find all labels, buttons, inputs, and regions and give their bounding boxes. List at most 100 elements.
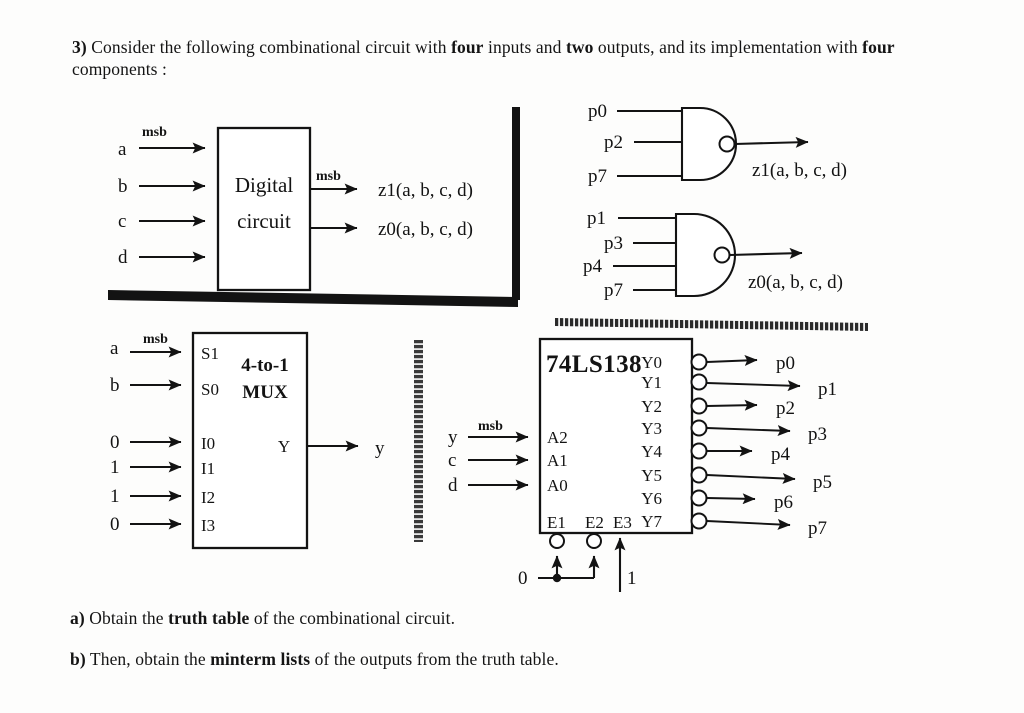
nand-z1-input-label-p7: p7 — [588, 166, 607, 187]
decoder-y5-bubble — [690, 466, 708, 484]
nand-gate-z1-inversion-bubble — [718, 135, 736, 153]
decoder-output-label-p5: p5 — [813, 472, 832, 493]
decoder-pin-label-y2: Y2 — [641, 397, 662, 416]
decoder-y1-bubble — [690, 373, 708, 391]
decoder-pin-label-y5: Y5 — [641, 466, 662, 485]
mux-pin-label-y: Y — [278, 437, 290, 456]
intro-bold-two-outputs: two — [565, 37, 594, 57]
intro-text-2: inputs and — [483, 37, 566, 57]
mux-output-label-y: y — [375, 438, 385, 459]
decoder-msb-label: msb — [478, 419, 503, 434]
decoder-y0-bubble — [690, 353, 708, 371]
part-a-text-2: of the combinational circuit. — [249, 608, 456, 628]
nand-gate-z0: p1 p3 p4 p7 z0(a, b, c, d) — [583, 208, 843, 301]
decoder-box — [538, 337, 694, 535]
mux-data-value-i2: 1 — [110, 486, 120, 507]
mux-input-label-b: b — [110, 375, 120, 396]
part-b-text-1: Then, obtain the — [85, 649, 211, 669]
part-a-bold-truth-table: truth table — [168, 608, 250, 628]
nand-gate-z1-body — [680, 106, 737, 182]
intro-bold-four-inputs: four — [451, 37, 484, 57]
mux-pin-label-i0: I0 — [201, 434, 215, 453]
wire-y1-to-p1 — [706, 380, 801, 392]
part-b-text-2: of the outputs from the truth table. — [310, 649, 559, 669]
input-label-a: a — [118, 139, 127, 160]
separator-bar-horizontal-top — [108, 290, 518, 307]
decoder-enable-value-1: 1 — [627, 568, 637, 589]
part-b-marker: b) — [70, 649, 86, 669]
nand-gate-z0-body — [674, 212, 736, 298]
decoder-e2-inversion-bubble — [586, 533, 602, 549]
decoder-pin-label-a2: A2 — [547, 428, 568, 447]
msb-label-input: msb — [142, 125, 167, 140]
decoder-output-label-p2: p2 — [776, 398, 795, 419]
nand-z1-input-label-p0: p0 — [588, 101, 607, 122]
decoder-output-label-p1: p1 — [818, 379, 837, 400]
decoder-input-label-c: c — [448, 450, 456, 471]
decoder-y2-bubble — [690, 397, 708, 415]
decoder-pin-label-y7: Y7 — [641, 512, 662, 531]
separator-bar-vertical-striped — [414, 340, 423, 542]
mux-box — [191, 331, 309, 550]
wire-y2-to-p2 — [706, 399, 758, 411]
question-intro-text: 3) Consider the following combinational … — [72, 36, 960, 80]
decoder-y7-bubble — [690, 512, 708, 530]
mux-title-line2: MUX — [242, 382, 288, 403]
decoder-pin-label-y0: Y0 — [641, 353, 662, 372]
nand-z0-input-label-p1: p1 — [587, 208, 606, 229]
question-part-a: a) Obtain the truth table of the combina… — [70, 607, 770, 629]
wire-nand-z0-output — [729, 247, 803, 259]
digital-circuit-box — [216, 126, 312, 292]
decoder-output-label-p4: p4 — [771, 444, 791, 465]
decoder-output-label-p3: p3 — [808, 424, 827, 445]
mux-input-label-a: a — [110, 338, 119, 359]
input-label-b: b — [118, 176, 128, 197]
mux-pin-label-i1: I1 — [201, 459, 215, 478]
question-part-b: b) Then, obtain the minterm lists of the… — [70, 648, 830, 670]
decoder-e1-inversion-bubble — [549, 533, 565, 549]
decoder-pin-label-e3: E3 — [613, 513, 632, 532]
wire-y3-to-p3 — [706, 425, 791, 437]
decoder-pin-label-a0: A0 — [547, 476, 568, 495]
decoder-output-label-p7: p7 — [808, 518, 827, 539]
part-a-marker: a) — [70, 608, 85, 628]
wire-y7-to-p7 — [706, 518, 791, 530]
nand-z0-input-label-p7: p7 — [604, 280, 623, 301]
mux-title-line1: 4-to-1 — [241, 355, 288, 376]
mux-4to1: 4-to-1 MUX S1 S0 I0 I1 I2 I3 Y a msb b 0… — [110, 331, 385, 550]
part-b-bold-minterm-lists: minterm lists — [210, 649, 311, 669]
separator-bar-vertical-top — [512, 107, 520, 300]
mux-data-value-i1: 1 — [110, 457, 120, 478]
enable-junction-dot — [552, 573, 562, 583]
nand-z1-output-label: z1(a, b, c, d) — [752, 160, 847, 181]
decoder-74ls138: 74LS138 y msb c d A2 A1 A0 E1 E2 E3 0 — [448, 337, 837, 592]
mux-pin-label-s0: S0 — [201, 380, 219, 399]
nand-z0-input-label-p3: p3 — [604, 233, 623, 254]
input-label-c: c — [118, 211, 126, 232]
nand-z1-input-label-p2: p2 — [604, 132, 623, 153]
mux-pin-label-i2: I2 — [201, 488, 215, 507]
decoder-output-label-p0: p0 — [776, 353, 795, 374]
decoder-output-label-p6: p6 — [774, 492, 793, 513]
decoder-pin-label-y3: Y3 — [641, 419, 662, 438]
separator-bar-horizontal-striped — [555, 318, 868, 331]
wire-y5-to-p5 — [706, 472, 796, 484]
digital-circuit-block-diagram: Digital circuit a msb b c d msb z1(a, b,… — [118, 125, 473, 292]
output-label-z1: z1(a, b, c, d) — [378, 180, 473, 201]
msb-label-output: msb — [316, 169, 341, 184]
nand-gate-z1: p0 p2 p7 z1(a, b, c, d) — [588, 101, 847, 187]
output-label-z0: z0(a, b, c, d) — [378, 219, 473, 240]
decoder-chip-label: 74LS138 — [546, 351, 642, 378]
intro-text-4: components : — [72, 59, 168, 79]
nand-z0-input-label-p4: p4 — [583, 256, 603, 277]
digital-circuit-label-line1: Digital — [235, 173, 293, 197]
mux-pin-label-i3: I3 — [201, 516, 215, 535]
wire-nand-z1-output — [734, 136, 809, 148]
part-a-text-1: Obtain the — [84, 608, 169, 628]
digital-circuit-label-line2: circuit — [237, 209, 291, 233]
decoder-enable-value-0: 0 — [518, 568, 528, 589]
decoder-pin-label-y1: Y1 — [641, 373, 662, 392]
wire-y0-to-p0 — [706, 354, 758, 366]
